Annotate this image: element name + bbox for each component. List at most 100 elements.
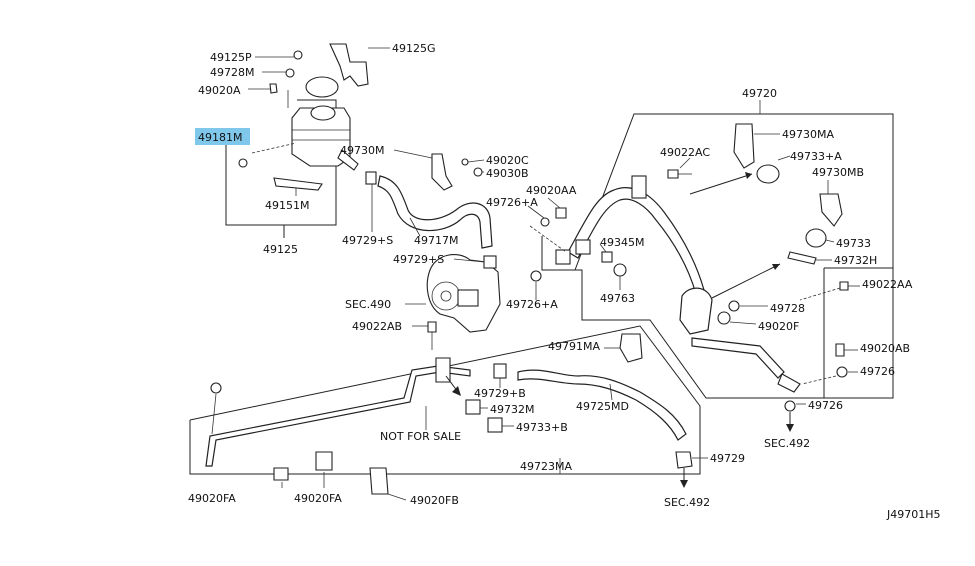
leader-49022AC: [679, 157, 691, 169]
pipe-end-fitting: [777, 373, 801, 393]
leader-pipe-end: [211, 393, 217, 435]
label-49345M: 49345M: [600, 236, 644, 249]
clamp-49733: [805, 228, 827, 248]
clip-49020FA-a-body: [273, 467, 289, 481]
reservoir-outlet: [337, 149, 359, 171]
bracket-49730M: [431, 153, 453, 191]
clamp-49729S: [365, 171, 377, 185]
washer-49728M: [285, 68, 295, 78]
clamp-49729S-b: [483, 255, 497, 269]
label-49726-a: 49726: [860, 365, 895, 378]
label-49763: 49763: [600, 292, 635, 305]
label-49730MB: 49730MB: [812, 166, 864, 179]
assy-frame-49720: [541, 113, 894, 399]
leader-49717M: [409, 217, 421, 237]
label-49791MA: 49791MA: [548, 340, 600, 353]
bolt-49022AC: [667, 169, 679, 179]
label-49020FA-a: 49020FA: [188, 492, 236, 505]
label-49726-b: 49726: [808, 399, 843, 412]
bracket-49730MA: [733, 123, 755, 169]
leader-49345M-49763: [599, 243, 621, 290]
label-49125P: 49125P: [210, 51, 252, 64]
pump-pulley-hub: [440, 290, 452, 302]
return-hose-group: 49791MA 49729+B 49732M 49725MD 49733+B N…: [188, 325, 745, 509]
label-49125G: 49125G: [392, 42, 436, 55]
bracket-49791MA: [619, 333, 643, 363]
nut-49020F: [717, 311, 731, 325]
filter-49151M: [273, 177, 323, 191]
arrow-line-b: [711, 263, 781, 299]
clamp-49729: [675, 451, 693, 469]
return-assy-frame: [189, 325, 701, 475]
label-49728M: 49728M: [210, 66, 254, 79]
highlight-49181M: [195, 128, 250, 145]
dashed-leader-49022AA: [799, 287, 841, 301]
washer-49726-b: [784, 400, 796, 412]
suction-hose-49717M: [377, 175, 493, 249]
sensor-49345M: [601, 251, 613, 263]
washer-49728: [728, 300, 740, 312]
leader-49730M: [393, 149, 433, 159]
label-notforsale: NOT FOR SALE: [380, 430, 461, 443]
label-sec492-b: SEC.492: [664, 496, 710, 509]
label-49729: 49729: [710, 452, 745, 465]
hose-end-fitting-a: [555, 249, 571, 265]
nut-49030B: [473, 167, 483, 177]
clamp-49729B: [493, 363, 507, 379]
washer-49020C: [461, 158, 469, 166]
leader-49020C-49030B: [467, 159, 485, 173]
hose-end-fitting-b: [575, 239, 591, 255]
label-49732H: 49732H: [834, 254, 877, 267]
label-49726A-b: 49726+A: [506, 298, 558, 311]
hose-bracket-clamp: [631, 175, 647, 199]
label-49723MA: 49723MA: [520, 460, 572, 473]
leader-49729S-b: [453, 258, 485, 263]
leader-49725MD: [609, 383, 613, 401]
clip-49732H: [787, 251, 817, 265]
oring-49763: [613, 263, 627, 277]
arrow-sec492-b-head: [680, 480, 688, 488]
dashed-leader-49726: [801, 375, 837, 385]
bracket-49125G: [329, 43, 369, 87]
label-49020FA-b: 49020FA: [294, 492, 342, 505]
label-49730MA: 49730MA: [782, 128, 834, 141]
label-49022AB: 49022AB: [352, 320, 402, 333]
label-49725MD: 49725MD: [576, 400, 629, 413]
pressure-hose-fitting: [679, 287, 713, 335]
reservoir-leader: [251, 142, 297, 154]
pressure-hose-assy-group: 49720 49730MA 49022AC 49733+A 49730MB 49…: [486, 87, 913, 450]
label-49717M: 49717M: [414, 234, 458, 247]
label-49020A: 49020A: [198, 84, 241, 97]
pump-body-port: [457, 289, 479, 307]
arrow-head-b: [772, 264, 780, 270]
washer-49726A-a: [540, 217, 550, 227]
clip-49732M: [465, 399, 481, 415]
bolt-49020A: [269, 83, 278, 94]
leader-49728-49020F: [729, 305, 768, 325]
label-49125: 49125: [263, 243, 298, 256]
label-49022AA: 49022AA: [862, 278, 913, 291]
arrow-sec492-a-head: [786, 424, 794, 432]
bolt-49020AA: [555, 207, 567, 219]
pressure-pipe: [691, 337, 785, 379]
reservoir-cap: [305, 76, 339, 98]
label-49728: 49728: [770, 302, 805, 315]
bolt-49020AB: [835, 343, 845, 357]
label-49151M: 49151M: [265, 199, 309, 212]
leader-49733: [825, 239, 835, 243]
washer-49726-a: [836, 366, 848, 378]
label-sec490: SEC.490: [345, 298, 391, 311]
pipe-end-cap: [210, 382, 222, 394]
bracket-49730MB: [819, 193, 843, 227]
reservoir-group: 49125P 49125G 49728M 49020A 49181M 49151…: [195, 42, 436, 256]
label-49730M: 49730M: [340, 144, 384, 157]
label-49729S-a: 49729+S: [342, 234, 393, 247]
pump-group: 49730M 49020C 49030B 49729+S 49717M 4972…: [340, 144, 529, 350]
label-49181M[interactable]: 49181M: [198, 131, 242, 144]
label-49020F: 49020F: [758, 320, 799, 333]
label-49726A-a: 49726+A: [486, 196, 538, 209]
return-hose-49725MD: [517, 369, 687, 441]
arrow-head-a: [745, 172, 752, 179]
diagram-id: J49701H5: [886, 508, 941, 521]
